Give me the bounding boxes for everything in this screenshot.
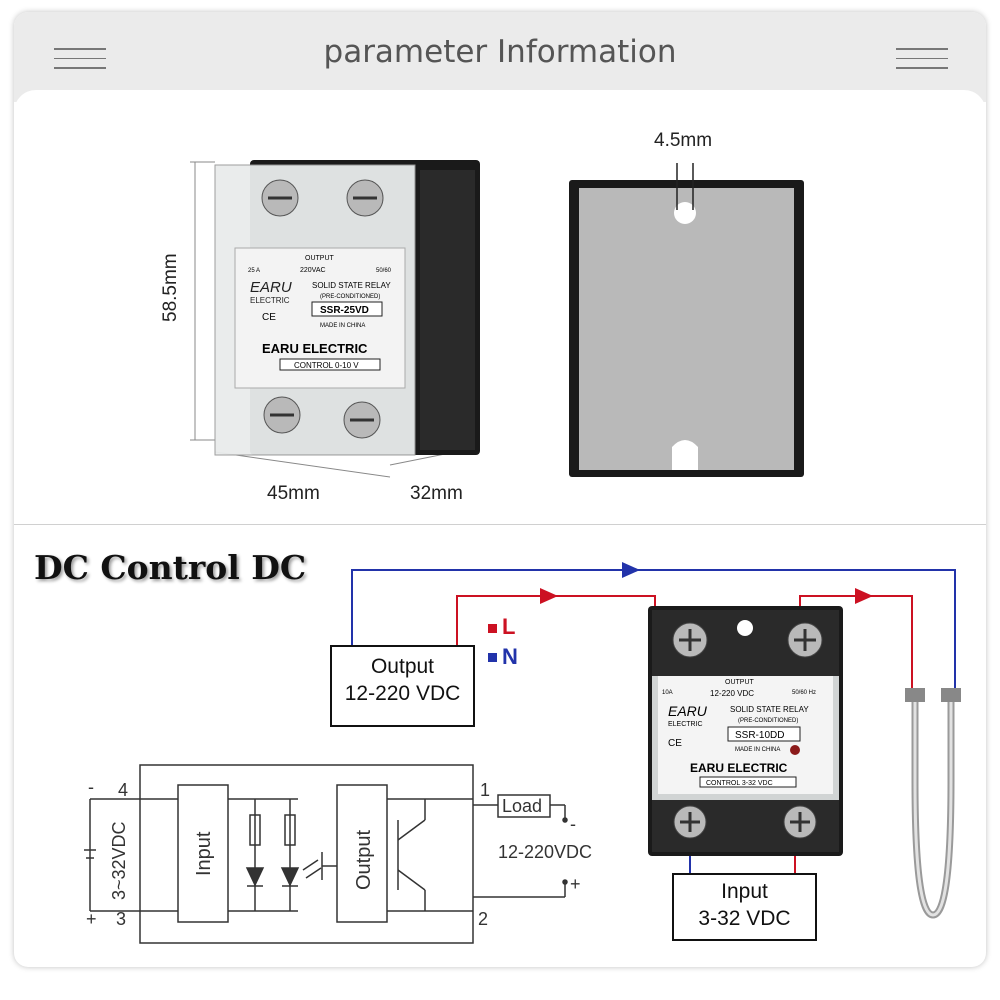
header-bar: parameter Information: [14, 12, 986, 102]
neutral-marker-icon: [488, 653, 497, 662]
relay2-control: CONTROL 3-32 VDC: [706, 780, 773, 787]
pin-2-label: 2: [478, 909, 488, 929]
relay2-brand: EARU: [668, 703, 708, 719]
hole-dimension: 4.5mm: [654, 130, 713, 151]
relay2-made-in: MADE IN CHINA: [735, 747, 780, 753]
relay-made-in: MADE IN CHINA: [320, 323, 365, 329]
relay-conditioned: (PRE-CONDITIONED): [320, 294, 380, 300]
input-box-line2: 3-32 VDC: [698, 907, 791, 930]
relay2-ce: CE: [668, 738, 682, 749]
live-arrow-in-icon: [540, 588, 558, 604]
dimension-panel: OUTPUT 25 A 220VAC 50/60 EARU ELECTRIC S…: [14, 90, 986, 524]
relay2-maker: EARU ELECTRIC: [690, 761, 788, 775]
pin-3-label: 3: [116, 909, 126, 929]
menu-lines-left-icon: [54, 48, 106, 77]
input-box-line1: Input: [721, 880, 768, 903]
relay-front-view: OUTPUT 25 A 220VAC 50/60 EARU ELECTRIC S…: [190, 160, 480, 478]
relay-maker: EARU ELECTRIC: [262, 341, 368, 356]
neutral-wire: [351, 569, 956, 690]
schematic: [84, 764, 568, 944]
relay2-current: 10A: [662, 690, 673, 696]
width-dimension: 45mm: [267, 483, 320, 504]
input-supply-box: Input 3-32 VDC: [672, 873, 817, 941]
control-range-label: 3~32VDC: [109, 821, 129, 900]
output-box-line1: Output: [370, 655, 435, 678]
relay2-brand-sub: ELECTRIC: [668, 721, 703, 728]
relay2-output-label: OUTPUT: [725, 679, 755, 686]
depth-dimension: 32mm: [410, 483, 463, 504]
relay-model: SSR-25VD: [320, 305, 369, 316]
input-block-label: Input: [193, 831, 215, 876]
relay-control: CONTROL 0-10 V: [294, 361, 359, 370]
live-marker-icon: [488, 624, 497, 633]
content-frame: parameter Information: [14, 12, 986, 967]
schematic-minus: -: [88, 777, 94, 797]
live-label: L: [502, 614, 516, 639]
relay-current: 25 A: [248, 268, 260, 274]
relay-wired-view: OUTPUT 10A 12-220 VDC 50/60 Hz EARU ELEC…: [648, 606, 843, 856]
output-block-label: Output: [353, 830, 375, 890]
load-minus: -: [570, 814, 576, 834]
schematic-plus: +: [86, 909, 97, 929]
relay-freq: 50/60: [376, 268, 392, 274]
section-divider: [14, 524, 986, 525]
neutral-arrow-icon: [622, 562, 640, 578]
pin-4-label: 4: [118, 780, 128, 800]
relay-type: SOLID STATE RELAY: [312, 281, 391, 290]
relay2-conditioned: (PRE-CONDITIONED): [738, 718, 798, 724]
load-range-label: 12-220VDC: [498, 842, 592, 862]
pin-1-label: 1: [480, 780, 490, 800]
live-wire-in: [456, 595, 656, 645]
relay2-model: SSR-10DD: [735, 730, 784, 741]
output-supply-box: Output 12-220 VDC: [330, 645, 475, 727]
relay2-freq: 50/60 Hz: [792, 690, 816, 696]
output-box-line2: 12-220 VDC: [344, 682, 461, 705]
relay2-voltage: 12-220 VDC: [710, 689, 754, 698]
header-title: parameter Information: [323, 34, 677, 70]
relay-output-label: OUTPUT: [305, 255, 335, 262]
menu-lines-right-icon: [896, 48, 948, 77]
load-label: Load: [502, 796, 542, 816]
relay2-type: SOLID STATE RELAY: [730, 705, 809, 714]
relay-brand: EARU: [250, 279, 292, 296]
neutral-label: N: [502, 644, 518, 669]
relay-ce: CE: [262, 312, 276, 323]
live-arrow-out-icon: [855, 588, 873, 604]
relay-back-plate: [569, 163, 804, 477]
relay-voltage: 220VAC: [300, 267, 326, 274]
section-title: DC Control DC: [34, 548, 307, 587]
relay-brand-sub: ELECTRIC: [250, 296, 290, 305]
indicator-led: [790, 745, 800, 755]
load-plus: +: [570, 874, 581, 894]
